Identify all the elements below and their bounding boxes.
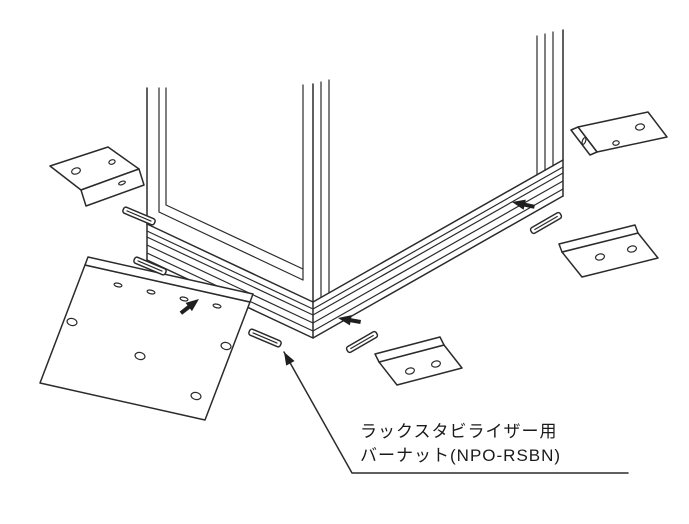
bolt-hole xyxy=(71,167,81,175)
stabilizer-bracket-top-right xyxy=(570,111,668,156)
rack-right-face-outline xyxy=(312,29,564,303)
bracket-flange xyxy=(84,256,254,303)
bolt-hole xyxy=(134,351,146,361)
bracket-slot xyxy=(118,180,126,186)
leader-arrowhead xyxy=(284,352,295,366)
bolt-hole xyxy=(634,123,646,131)
bolt-hole xyxy=(626,245,638,253)
bar-nut-2 xyxy=(133,256,167,276)
stabilizer-bracket-top-left xyxy=(49,146,145,207)
bar-nut-5 xyxy=(529,211,563,235)
bolt-hole xyxy=(108,159,116,165)
insertion-arrow-left xyxy=(179,299,199,315)
part-label-line2: バーナット(NPO-RSBN) xyxy=(360,446,562,465)
rack-base-plinth xyxy=(146,159,564,339)
bar-nut-1 xyxy=(122,206,156,226)
bracket-slot xyxy=(113,282,123,288)
label-underline xyxy=(283,351,629,474)
bolt-hole xyxy=(190,391,202,401)
stabilizer-bracket-right xyxy=(558,224,659,278)
part-label: ラックスタビライザー用 バーナット(NPO-RSBN) xyxy=(360,420,561,468)
rack-left-panel-recess xyxy=(158,84,304,281)
stabilizer-bracket-bottom xyxy=(374,336,463,386)
bracket-slot xyxy=(179,296,189,302)
bracket-flange xyxy=(80,168,145,207)
bracket-slot xyxy=(146,289,156,295)
bolt-hole xyxy=(66,317,78,327)
bracket-flange xyxy=(374,336,445,363)
bracket-slot xyxy=(581,137,587,145)
bolt-hole xyxy=(430,360,442,368)
insertion-arrow-bottom xyxy=(338,315,361,326)
leader-line xyxy=(283,351,629,474)
bolt-hole xyxy=(594,253,606,261)
bracket-slot xyxy=(212,303,222,309)
bar-nut-4 xyxy=(345,330,379,354)
bolt-hole xyxy=(404,367,416,375)
part-label-line1: ラックスタビライザー用 xyxy=(360,422,558,441)
stabilizer-bracket-large xyxy=(39,256,254,421)
bar-nut-3 xyxy=(248,328,282,348)
bolt-hole xyxy=(612,140,620,146)
rack-right-panel-frame xyxy=(320,31,554,298)
bracket-flange xyxy=(558,224,639,253)
insertion-arrow-right xyxy=(512,199,535,210)
bolt-hole xyxy=(220,341,232,351)
rack-cabinet xyxy=(146,29,564,339)
